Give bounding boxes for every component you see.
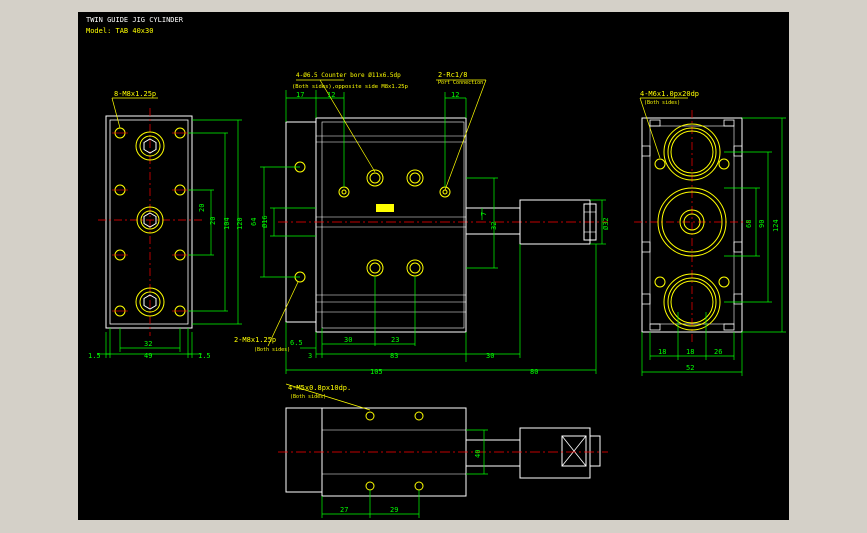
dim-right-90: 90 bbox=[758, 220, 766, 228]
dim-front-30-left: 30 bbox=[344, 336, 352, 344]
front-nameplate bbox=[376, 204, 394, 212]
dim-front-3: 3 bbox=[308, 352, 312, 360]
dim-front-32: 32 bbox=[490, 222, 498, 230]
dim-front-12-right: 12 bbox=[451, 91, 459, 99]
dim-left-1-5-a: 1.5 bbox=[88, 352, 101, 360]
cad-drawing: 20 20 104 120 32 49 1.5 1.5 8-M8x1.25p bbox=[88, 71, 786, 518]
note-right-tap: 4-M6x1.0px20dp bbox=[640, 90, 699, 98]
dim-front-105: 105 bbox=[370, 368, 383, 376]
bottom-dimensions bbox=[285, 383, 488, 518]
dim-right-124: 124 bbox=[772, 219, 780, 232]
dim-front-83: 83 bbox=[390, 352, 398, 360]
dim-right-18-a: 18 bbox=[658, 348, 666, 356]
dim-right-18-b: 18 bbox=[686, 348, 694, 356]
right-view: 68 90 124 18 18 26 52 4-M6x1.0px20dp (Bo… bbox=[634, 90, 786, 376]
front-body bbox=[315, 117, 467, 333]
dim-front-64: 64 bbox=[250, 218, 258, 226]
drawing-model: Model: TAB 40x30 bbox=[86, 27, 154, 35]
dim-front-7: 7 bbox=[480, 212, 488, 216]
note-right-tap-sub: (Both sides) bbox=[644, 100, 680, 106]
note-front-port: 2-Rc1/8 bbox=[438, 71, 468, 79]
dim-left-120: 120 bbox=[236, 217, 244, 230]
left-body-inner bbox=[109, 119, 189, 325]
left-dimensions bbox=[98, 97, 242, 358]
front-rod-end bbox=[519, 199, 591, 245]
right-bores bbox=[654, 123, 730, 331]
dim-right-52: 52 bbox=[686, 364, 694, 372]
left-body-outline bbox=[105, 115, 193, 329]
note-left-bottom-tap: 2-M8x1.25p bbox=[234, 336, 276, 344]
dim-bottom-27: 27 bbox=[340, 506, 348, 514]
dim-front-23: 23 bbox=[391, 336, 399, 344]
note-left-bottom-tap-sub: (Both sides) bbox=[254, 347, 290, 353]
dim-bottom-29: 29 bbox=[390, 506, 398, 514]
front-view: 17 12 12 64 Ø16 7 32 Ø32 6.5 3 30 23 83 … bbox=[234, 71, 610, 409]
note-front-counterbore-sub: (Both sides),opposite side M8x1.25p bbox=[292, 84, 408, 90]
dim-left-49: 49 bbox=[144, 352, 152, 360]
note-front-counterbore: 4-Ø6.5 Counter bore Ø11x6.5dp bbox=[296, 72, 401, 79]
dim-left-1-5-b: 1.5 bbox=[198, 352, 211, 360]
drawing-title: TWIN GUIDE JIG CYLINDER bbox=[86, 16, 183, 24]
dim-front-80: 80 bbox=[530, 368, 538, 376]
dim-bottom-40: 40 bbox=[474, 450, 482, 458]
note-bottom-tap: 4-M5x0.8px10dp. bbox=[288, 384, 351, 392]
cad-viewport[interactable]: TWIN GUIDE JIG CYLINDER Model: TAB 40x30 bbox=[78, 12, 789, 520]
dim-left-20-upper: 20 bbox=[198, 204, 206, 212]
dim-front-17: 17 bbox=[296, 91, 304, 99]
note-bottom-tap-sub: (Both sides) bbox=[290, 394, 326, 400]
dim-front-12-left: 12 bbox=[327, 91, 335, 99]
dim-front-16: Ø16 bbox=[261, 215, 269, 228]
dim-right-26: 26 bbox=[714, 348, 722, 356]
bottom-end-plate bbox=[285, 407, 323, 493]
dim-left-32: 32 bbox=[144, 340, 152, 348]
dim-left-20-lower: 20 bbox=[209, 217, 217, 225]
left-view: 20 20 104 120 32 49 1.5 1.5 8-M8x1.25p bbox=[88, 90, 244, 360]
dim-front-62: Ø32 bbox=[602, 217, 610, 230]
bottom-view: 40 27 29 4-M5x0.8px10dp. (Both sides) bbox=[278, 383, 608, 518]
note-front-port-sub: Port Connection bbox=[438, 80, 483, 86]
left-counterbores bbox=[135, 131, 165, 317]
dim-right-68: 68 bbox=[745, 220, 753, 228]
front-dimensions bbox=[260, 90, 606, 374]
note-left-top-tap: 8-M8x1.25p bbox=[114, 90, 156, 98]
dim-left-104: 104 bbox=[223, 217, 231, 230]
bottom-holes bbox=[365, 411, 424, 491]
dim-front-6-5: 6.5 bbox=[290, 339, 303, 347]
dim-front-30-right: 30 bbox=[486, 352, 494, 360]
title-block: TWIN GUIDE JIG CYLINDER Model: TAB 40x30 bbox=[86, 15, 183, 37]
right-dimensions bbox=[639, 97, 786, 376]
